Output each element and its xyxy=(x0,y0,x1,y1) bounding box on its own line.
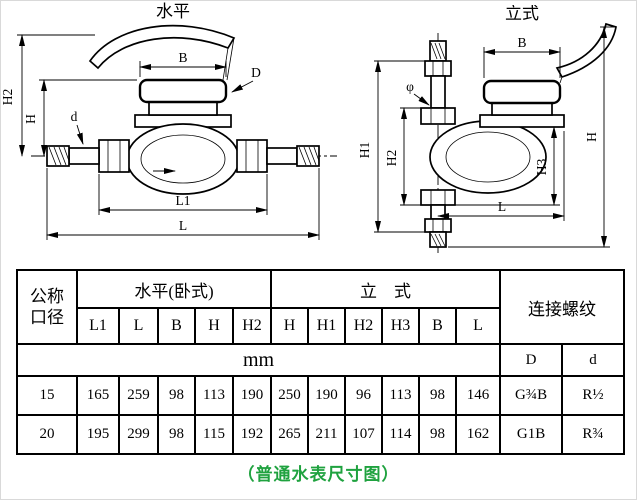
header-col-L: L xyxy=(118,307,159,345)
dimension-L1: L1 xyxy=(98,174,268,215)
meter-body xyxy=(429,120,547,194)
header-thread-group: 连接螺纹 xyxy=(499,269,626,345)
unit-cell: mm xyxy=(15,343,502,377)
diagram-title-vertical: 立式 xyxy=(505,5,539,23)
header-nominal-diameter: 公称 口径 xyxy=(16,269,78,345)
dim-label-B: B xyxy=(517,35,526,50)
header-col-vH3: H3 xyxy=(381,307,420,345)
header-nominal-line2: 口径 xyxy=(30,308,64,327)
meter-body xyxy=(126,123,240,195)
table-cell: 250 xyxy=(270,375,309,416)
cell-thread-D: G1B xyxy=(499,414,564,455)
table-cell: 98 xyxy=(418,375,457,416)
cell-dn: 20 xyxy=(16,414,78,455)
cell-thread-d: R½ xyxy=(561,375,626,416)
dimension-B: B xyxy=(139,50,227,77)
header-horizontal-group: 水平(卧式) xyxy=(76,269,272,309)
table-cell: 115 xyxy=(194,414,234,455)
dimension-B: B xyxy=(483,35,561,78)
dim-label-H: H xyxy=(584,132,599,142)
table-cell: 146 xyxy=(454,375,502,416)
dimension-table: 公称 口径 水平(卧式) 立 式 连接螺纹 L1 L B H H2 H H1 H… xyxy=(15,269,626,455)
header-col-vH: H xyxy=(270,307,309,345)
dim-label-H2: H2 xyxy=(384,150,399,167)
cell-thread-D: G¾B xyxy=(499,375,564,416)
table-cell: 98 xyxy=(157,375,196,416)
inlet-pipe xyxy=(46,139,130,173)
header-col-vH2: H2 xyxy=(344,307,383,345)
header-nominal-line1: 公称 xyxy=(30,286,64,306)
table-cell: 107 xyxy=(344,414,383,455)
dimension-H1: H1 xyxy=(357,60,425,233)
table-cell: 162 xyxy=(454,414,502,455)
table-cell: 195 xyxy=(76,414,120,455)
dim-label-L: L xyxy=(498,199,506,214)
cell-dn: 15 xyxy=(16,375,78,416)
meter-lid-open xyxy=(88,24,236,81)
diagram-title-horizontal: 水平 xyxy=(156,2,190,21)
header-thread-D: D xyxy=(499,343,564,377)
dimension-H3: H3 xyxy=(455,126,562,206)
header-col-vH1: H1 xyxy=(307,307,346,345)
table-cell: 259 xyxy=(118,375,159,416)
dimension-H: H xyxy=(23,79,137,157)
table-cell: 299 xyxy=(118,414,159,455)
header-vertical-group: 立 式 xyxy=(269,269,502,309)
header-col-L1: L1 xyxy=(76,307,120,345)
table-cell: 192 xyxy=(232,414,272,455)
thread-hatch xyxy=(298,146,320,166)
vertical-meter-diagram: 立式 xyxy=(357,5,617,253)
table-cell: 98 xyxy=(418,414,457,455)
dim-label-L1: L1 xyxy=(176,193,191,208)
register-assembly xyxy=(134,78,232,128)
dim-label-D: D xyxy=(251,65,261,80)
caption: （普通水表尺寸图） xyxy=(237,465,400,484)
dimension-d: d xyxy=(71,109,84,145)
header-col-B: B xyxy=(157,307,196,345)
header-col-vB: B xyxy=(418,307,457,345)
outlet-pipe xyxy=(236,139,320,173)
table-cell: 96 xyxy=(344,375,383,416)
meter-lid-open xyxy=(555,22,617,84)
dim-label-H: H xyxy=(23,114,38,124)
table-cell: 190 xyxy=(232,375,272,416)
dim-label-d: d xyxy=(71,109,78,124)
dimension-phi: φ xyxy=(406,79,430,106)
thread-hatch xyxy=(48,146,70,166)
dim-label-H1: H1 xyxy=(357,142,372,159)
dim-label-H2: H2 xyxy=(3,89,15,106)
dim-label-B: B xyxy=(178,50,187,65)
table-cell: 190 xyxy=(307,375,346,416)
header-thread-d: d xyxy=(561,343,626,377)
header-col-vL: L xyxy=(454,307,502,345)
dim-label-phi: φ xyxy=(406,79,414,94)
register-assembly xyxy=(479,79,565,128)
dimension-H2: H2 xyxy=(3,34,95,157)
dimension-D: D xyxy=(231,65,261,93)
dimension-L: L xyxy=(46,168,320,240)
table-cell: 211 xyxy=(307,414,346,455)
dimension-L: L xyxy=(437,131,565,221)
table-cell: 113 xyxy=(381,375,420,416)
dimension-H2: H2 xyxy=(384,107,421,206)
table-cell: 114 xyxy=(381,414,420,455)
table-cell: 98 xyxy=(157,414,196,455)
table-cell: 265 xyxy=(270,414,309,455)
horizontal-meter-diagram: 水平 xyxy=(3,2,337,240)
table-cell: 113 xyxy=(194,375,234,416)
cell-thread-d: R¾ xyxy=(561,414,626,455)
header-col-H: H xyxy=(194,307,234,345)
dimension-H: H xyxy=(448,26,614,248)
table-cell: 165 xyxy=(76,375,120,416)
dim-label-L: L xyxy=(179,218,187,233)
header-col-H2: H2 xyxy=(232,307,272,345)
dim-label-H3: H3 xyxy=(534,159,549,176)
vertical-pipe xyxy=(420,40,456,248)
